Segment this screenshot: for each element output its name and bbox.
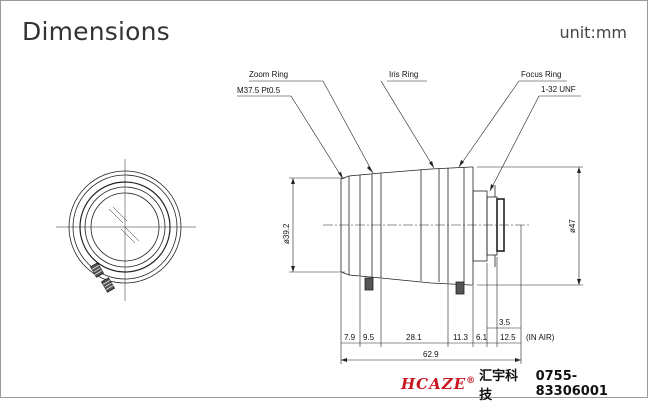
front-diameter-label: ø39.2: [282, 223, 291, 244]
zoom-ring-label: Zoom Ring: [249, 70, 288, 79]
company-phone: 0755-83306001: [535, 369, 608, 399]
screw-icon: [100, 277, 116, 293]
dimension-lines: [237, 80, 583, 364]
seg1-label: 7.9: [344, 333, 356, 342]
company-logo: HCAZE®: [401, 375, 477, 393]
seg2-label: 9.5: [363, 333, 375, 342]
in-air-label: (IN AIR): [526, 333, 555, 342]
arrowheads: [291, 160, 581, 362]
rear-diameter-label: ø47: [568, 219, 577, 233]
seg5-label: 6.1: [476, 333, 488, 342]
focus-ring-label: Focus Ring: [521, 70, 561, 79]
screw-icon: [89, 262, 105, 278]
seg3-label: 28.1: [406, 333, 422, 342]
side-view: [323, 166, 531, 295]
mount-label: M37.5 Pt0.5: [237, 86, 281, 95]
page-title: Dimensions: [22, 17, 170, 46]
front-view: [56, 159, 196, 301]
screw-icon: [455, 281, 465, 295]
seg6-label: 12.5: [500, 333, 516, 342]
company-name: 汇宇科技: [479, 369, 519, 403]
seg4-label: 11.3: [453, 333, 469, 342]
unit-label: unit:mm: [559, 23, 627, 42]
screw-icon: [364, 277, 374, 291]
footer-brand: HCAZE® 汇宇科技 0755-83306001: [401, 369, 646, 403]
total-length-label: 62.9: [423, 350, 439, 359]
flange-label: 3.5: [499, 318, 511, 327]
iris-ring-label: Iris Ring: [389, 70, 418, 79]
thread-label: 1-32 UNF: [541, 85, 576, 94]
